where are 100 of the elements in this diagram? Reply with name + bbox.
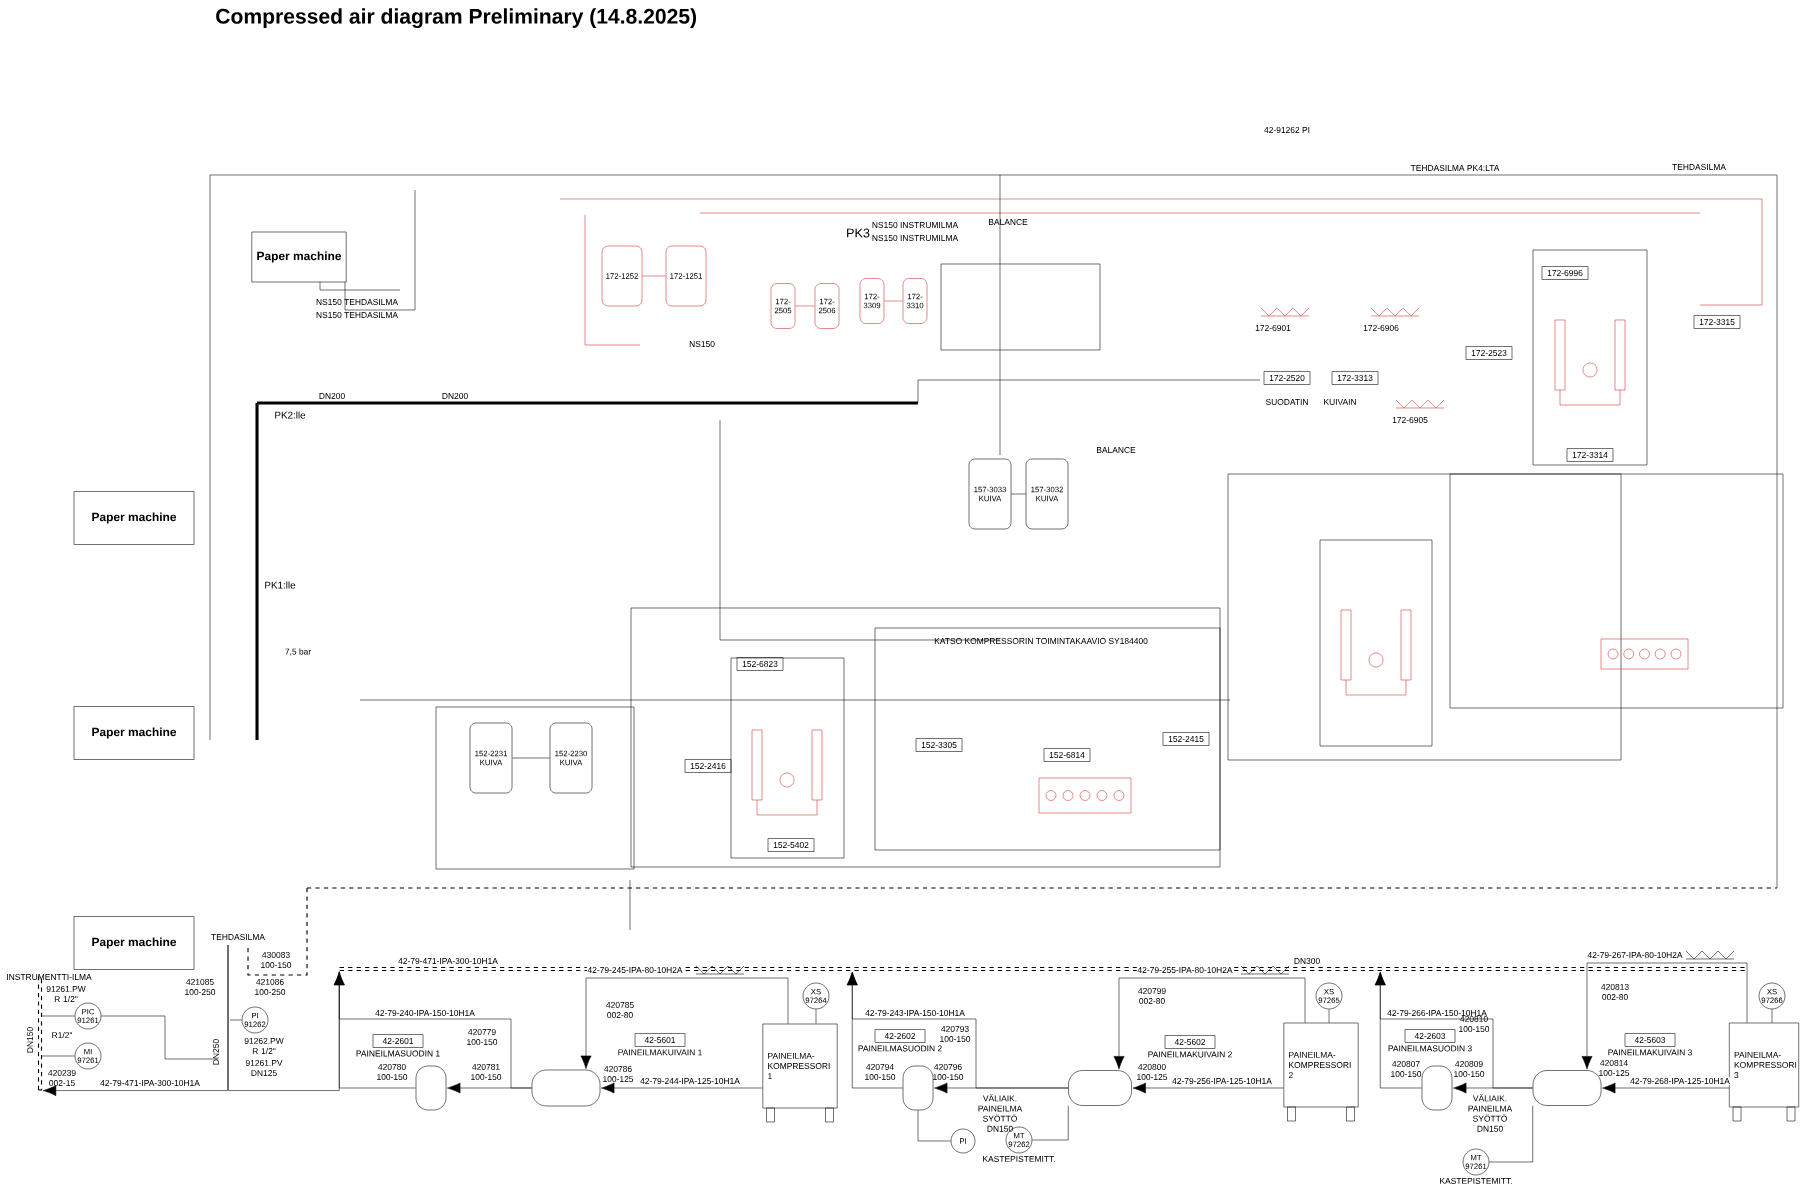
edge-label: 42-79-266-IPA-150-10H1A [1387,1010,1487,1016]
tag-box: 42-5603 [1624,1033,1676,1047]
pipe-label: 172-6905 [1392,417,1428,423]
tag-box: 42-2601 [372,1034,424,1048]
equipment-label: KASTEPISTEMITT. [1440,1178,1512,1184]
pipe-label: 421085 100-250 [185,978,216,996]
tag-box: 152-2416 [684,759,732,773]
equipment-label: PAINEILMAKUIVAIN 2 [1148,1051,1232,1058]
pipe-label: 420810 100-150 [1459,1015,1490,1033]
tag-box: 172-3315 [1693,315,1741,329]
title: Compressed air diagram Preliminary (14.8.2025) [216,8,697,29]
pipe-arrow [1581,962,1748,1070]
compressor-box: PAINEILMA- KOMPRESSORI 1 [762,1023,838,1123]
tag-box: 172-2523 [1465,346,1513,360]
pipe-label: INSTRUMENTTI-ILMA [7,974,92,980]
vessel [902,1065,934,1111]
pipe-label: NS150 INSTRUMILMA [872,222,959,228]
pipe-label: 420780 100-150 [377,1063,408,1081]
edge-label: 42-79-240-IPA-150-10H1A [375,1010,475,1016]
machine-box: Paper machine [73,706,195,760]
vessel [415,1065,447,1111]
tag-box: 172-6996 [1541,266,1589,280]
machine-box: Paper machine [251,231,347,283]
pipe-label: KUIVAIN [1324,399,1356,405]
pipe-label: VÄLIAIK. PAINEILMA SYÖTTÖ DN150 [1468,1094,1513,1132]
pipe-label: 420239 002-15 [48,1069,76,1087]
machine-box: Paper machine [73,916,195,970]
tag-box: 42-5602 [1164,1035,1216,1049]
pipe-arrow [333,971,532,1089]
tag-box: 152-2415 [1162,732,1210,746]
pipe-arrow [917,1110,951,1142]
pipe-label: 420796 100-150 [933,1063,964,1081]
pipe-label: KATSO KOMPRESSORIN TOIMINTAKAAVIO SY184400 [934,638,1148,644]
pipe-arrow [1032,1105,1069,1141]
pipe-arrow [1602,1082,1730,1094]
pipe-label: BALANCE [1097,447,1136,453]
pipe-label: 421086 100-250 [255,978,286,996]
pipe-label: PK3 [847,228,870,238]
equipment-label: PAINEILMAKUIVAIN 3 [1608,1049,1692,1056]
tag-box: 152-6814 [1043,748,1091,762]
edge-label: 42-79-255-IPA-80-10H2A [1137,967,1233,973]
pipe-label: 420799 002-80 [1138,987,1166,1005]
pipe-label: 430083 100-150 [261,951,292,969]
vessel [1421,1065,1453,1111]
header-pipe [339,966,1746,972]
pipe-label: 420781 100-150 [471,1063,502,1081]
pipe-arrow [1113,977,1306,1070]
pipe-arrow [1374,971,1533,1089]
pipe-label: 42-79-471-IPA-300-10H1A [398,958,498,964]
equipment-label: PAINEILMASUODIN 1 [356,1050,440,1057]
edge-label: 42-79-268-IPA-125-10H1A [1630,1078,1730,1084]
pipe-label: DN250 [213,1039,219,1065]
tag-box: 152-3305 [915,738,963,752]
equipment-label: KASTEPISTEMITT. [983,1156,1055,1162]
pipe-label: TEHDASILMA [1672,164,1726,170]
tag-box: 172-3314 [1566,448,1614,462]
pipe-label: 420800 100-125 [1137,1063,1168,1081]
pipe-label: PK1:lle [265,581,296,589]
pipe-label: 420814 100-125 [1599,1059,1630,1077]
pipe-label: 172-6901 [1255,325,1291,331]
tag-box: 172-2520 [1263,371,1311,385]
pipe-label: DN200 [319,393,345,399]
machine-box: Paper machine [73,491,195,545]
pipe-label: 420809 100-150 [1454,1060,1485,1078]
pipe-arrow [601,1082,763,1094]
pipe-label: DN200 [442,393,468,399]
pipe-arrow [580,977,789,1069]
pipe-label: 91261.PW R 1/2" [46,985,86,1003]
edge-label: 42-79-256-IPA-125-10H1A [1172,1078,1272,1084]
compressor-box: PAINEILMA- KOMPRESSORI 2 [1283,1022,1359,1122]
pipe-label: NS150 TEHDASILMA [316,312,398,318]
pipe-arrow [846,971,1069,1089]
pipe-arrow [1132,1082,1284,1094]
vessel [531,1069,601,1107]
equipment-label: PAINEILMASUODIN 2 [858,1045,942,1052]
pipe-label: 420779 100-150 [467,1028,498,1046]
tag-box: 152-5402 [767,838,815,852]
pipe-label: SUODATIN [1265,399,1308,405]
compressor-box: PAINEILMA- KOMPRESSORI 3 [1729,1022,1799,1122]
equipment-label: PAINEILMAKUIVAIN 1 [618,1049,702,1056]
equipment-label: PAINEILMASUODIN 3 [1388,1045,1472,1052]
tag-box: 152-6823 [736,657,784,671]
pipe-label: TEHDASILMA [211,934,265,940]
pipe-label: VÄLIAIK. PAINEILMA SYÖTTÖ DN150 [978,1094,1023,1132]
vessel [1068,1070,1132,1106]
pipe-label: 172-6906 [1363,325,1399,331]
edge-label: 42-79-243-IPA-150-10H1A [865,1010,965,1016]
pipe-label: DN300 [1294,958,1320,964]
pipe-label: 42-91262 PI [1264,127,1310,133]
pipe-label: NS150 TEHDASILMA [316,299,398,305]
edge-label: 42-79-244-IPA-125-10H1A [640,1078,740,1084]
pipe-label: TEHDASILMA PK4:LTA [1410,165,1500,171]
pipe-arrow [42,970,340,1096]
pipe-label: R1/2" [52,1031,73,1039]
edge-label: 42-79-245-IPA-80-10H2A [587,967,683,973]
tag-box: 42-2603 [1404,1029,1456,1043]
pipe-label: 420793 100-150 [940,1025,971,1043]
tag-box: 42-2602 [874,1029,926,1043]
pipe-label: 420785 002-80 [606,1001,634,1019]
tag-box: 42-5601 [634,1033,686,1047]
